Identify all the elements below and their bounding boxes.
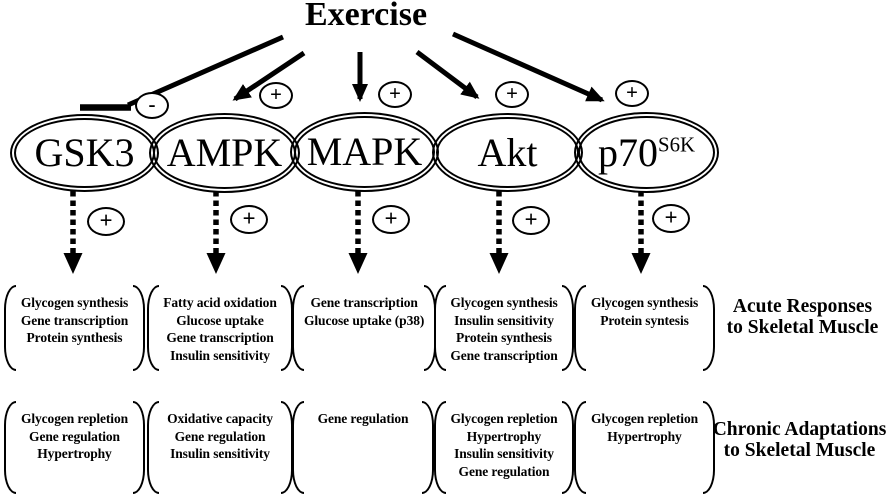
chronic-list-mapk: Gene regulation (317, 411, 409, 426)
kinase-label-p70-sup: S6K (658, 133, 695, 157)
kinase-label-p70-base: p70 (598, 129, 658, 175)
bracket-left (574, 401, 586, 494)
acute-list-ampk: Fatty acid oxidation Glucose uptake Gene… (163, 295, 277, 363)
bracket-left (434, 285, 446, 371)
acute-row-label: Acute Responses to Skeletal Muscle (726, 296, 879, 338)
sign-badge-downstream-ampk: + (230, 205, 268, 234)
kinase-oval-gsk3: GSK3 (10, 114, 159, 192)
sign-badge-downstream-mapk: + (372, 205, 410, 234)
sign-badge-exercise-mapk: + (378, 81, 412, 108)
bracket-left (4, 285, 16, 371)
kinase-label-p70s6k: p70S6K (598, 129, 695, 175)
bracket-left (147, 285, 159, 371)
bracket-left (147, 401, 159, 494)
dashed-arrowhead-gsk3 (63, 253, 83, 274)
chronic-group-p70s6k: Glycogen repletion Hypertrophy (574, 401, 715, 494)
acute-list-gsk3: Glycogen synthesis Gene transcription Pr… (20, 295, 129, 345)
acute-group-mapk: Gene transcription Glucose uptake (p38) (292, 285, 437, 371)
arrow-exercise-to-p70s6k (451, 31, 605, 103)
bracket-right (422, 401, 434, 494)
acute-list-p70s6k: Glycogen synthesis Protein syntesis (590, 295, 699, 328)
sign-badge-exercise-akt: + (495, 81, 529, 108)
chronic-list-ampk: Oxidative capacity Gene regulation Insul… (167, 411, 273, 461)
bracket-left (4, 401, 16, 494)
kinase-oval-mapk: MAPK (290, 112, 439, 192)
sign-badge-downstream-gsk3: + (87, 207, 125, 236)
dashed-arrowhead-p70s6k (631, 253, 651, 274)
bracket-right (133, 401, 145, 494)
sign-badge-exercise-p70s6k: + (615, 80, 649, 107)
bracket-left (292, 285, 304, 371)
kinase-label-akt: Akt (477, 129, 538, 175)
acute-group-ampk: Fatty acid oxidation Glucose uptake Gene… (147, 285, 293, 371)
chronic-list-gsk3: Glycogen repletion Gene regulation Hyper… (20, 411, 129, 461)
sign-badge-downstream-p70s6k: + (652, 204, 690, 233)
kinase-oval-ampk: AMPK (149, 113, 300, 193)
bracket-left (292, 401, 304, 494)
kinase-label-gsk3: GSK3 (34, 130, 135, 175)
acute-group-gsk3: Glycogen synthesis Gene transcription Pr… (4, 285, 145, 371)
bracket-left (434, 401, 446, 494)
kinase-oval-akt: Akt (432, 113, 583, 192)
chronic-list-p70s6k: Glycogen repletion Hypertrophy (590, 411, 699, 444)
chronic-group-mapk: Gene regulation (292, 401, 434, 494)
bracket-right (133, 285, 145, 371)
chronic-group-akt: Glycogen repletion Hypertrophy Insulin s… (434, 401, 574, 494)
chronic-group-gsk3: Glycogen repletion Gene regulation Hyper… (4, 401, 145, 494)
kinase-label-mapk: MAPK (306, 129, 423, 174)
arrow-exercise-to-akt (415, 50, 480, 99)
arrow-exercise-to-ampk (232, 50, 306, 102)
chronic-group-ampk: Oxidative capacity Gene regulation Insul… (147, 401, 293, 494)
bracket-right (562, 285, 574, 371)
sign-badge-downstream-akt: + (512, 206, 550, 235)
dashed-arrowhead-akt (489, 253, 509, 274)
acute-group-p70s6k: Glycogen synthesis Protein syntesis (574, 285, 715, 371)
acute-list-mapk: Gene transcription Glucose uptake (p38) (304, 295, 425, 328)
dashed-arrowhead-ampk (206, 253, 226, 274)
bracket-right (562, 401, 574, 494)
sign-badge-exercise-gsk3: - (135, 92, 169, 119)
bracket-left (574, 285, 586, 371)
acute-group-akt: Glycogen synthesis Insulin sensitivity P… (434, 285, 574, 371)
exercise-title: Exercise (304, 0, 428, 33)
chronic-list-akt: Glycogen repletion Hypertrophy Insulin s… (450, 411, 558, 479)
chronic-row-label: Chronic Adaptations to Skeletal Muscle (712, 419, 887, 461)
sign-badge-exercise-ampk: + (259, 82, 293, 109)
kinase-label-ampk: AMPK (166, 130, 283, 175)
kinase-oval-p70s6k: p70S6K (574, 112, 719, 193)
dashed-arrowhead-mapk (348, 253, 368, 274)
acute-list-akt: Glycogen synthesis Insulin sensitivity P… (450, 295, 558, 363)
